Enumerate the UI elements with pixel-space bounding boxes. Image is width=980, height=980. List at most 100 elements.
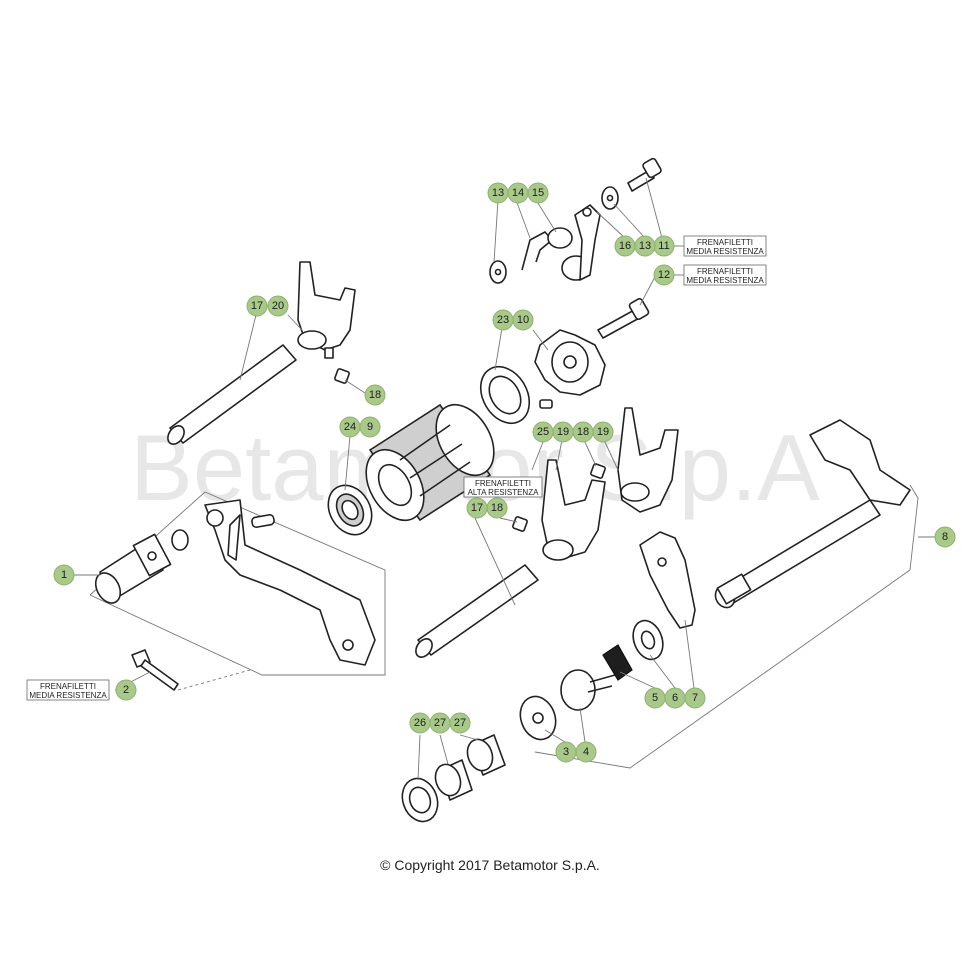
part-6-cam xyxy=(632,619,664,661)
svg-text:12: 12 xyxy=(658,269,670,281)
svg-text:MEDIA RESISTENZA: MEDIA RESISTENZA xyxy=(686,247,764,256)
group-outline xyxy=(89,491,386,676)
svg-text:1: 1 xyxy=(61,569,67,581)
lever-pin xyxy=(251,513,275,529)
part-13-washer xyxy=(489,260,507,284)
svg-text:2: 2 xyxy=(123,684,129,696)
svg-text:23: 23 xyxy=(497,314,509,326)
callout-15: 15 xyxy=(527,182,549,204)
svg-text:MEDIA RESISTENZA: MEDIA RESISTENZA xyxy=(686,276,764,285)
callout-17a: 17 xyxy=(246,295,268,317)
part-4-spring xyxy=(560,669,616,711)
svg-text:18: 18 xyxy=(369,389,381,401)
callout-6: 6 xyxy=(664,687,686,709)
callout-12: 12 xyxy=(653,264,675,286)
callout-1: 1 xyxy=(53,564,75,586)
svg-text:8: 8 xyxy=(942,531,948,543)
svg-text:25: 25 xyxy=(537,426,549,438)
shaft-group-outline xyxy=(534,484,919,769)
part-3-washer xyxy=(519,695,557,741)
callout-3: 3 xyxy=(555,741,577,763)
callout-13b: 13 xyxy=(634,235,656,257)
svg-text:3: 3 xyxy=(563,746,569,758)
svg-text:MEDIA RESISTENZA: MEDIA RESISTENZA xyxy=(29,691,107,700)
selector-drum xyxy=(365,403,495,522)
svg-text:17: 17 xyxy=(471,502,483,514)
part-19-nut xyxy=(590,463,606,479)
part-26-seal xyxy=(401,777,439,823)
note-frenafiletti-25: FRENAFILETTI ALTA RESISTENZA xyxy=(463,476,543,498)
callout-26: 26 xyxy=(409,712,431,734)
callout-18b: 18 xyxy=(572,421,594,443)
svg-text:11: 11 xyxy=(658,240,669,252)
callout-24: 24 xyxy=(339,416,361,438)
part-18-nut-center xyxy=(512,516,528,532)
part-27-bushing-a xyxy=(434,759,473,801)
part-18-nut xyxy=(334,368,350,384)
part-8-shift-shaft xyxy=(714,419,911,609)
part-13-washer-top xyxy=(601,186,619,210)
shift-fork-left xyxy=(297,261,356,359)
callout-8: 8 xyxy=(934,526,956,548)
part-7-plate xyxy=(639,531,696,629)
callout-14: 14 xyxy=(507,182,529,204)
svg-text:14: 14 xyxy=(512,187,524,199)
svg-text:FRENAFILETTI: FRENAFILETTI xyxy=(697,238,753,247)
callout-19a: 19 xyxy=(552,421,574,443)
part-1-sleeve xyxy=(94,533,172,604)
callout-27a: 27 xyxy=(429,712,451,734)
circlip xyxy=(171,529,189,551)
callout-4: 4 xyxy=(575,741,597,763)
part-17-fork-shaft-center xyxy=(415,564,539,658)
callout-20: 20 xyxy=(267,295,289,317)
svg-text:27: 27 xyxy=(434,717,446,729)
svg-text:7: 7 xyxy=(692,692,698,704)
callout-11: 11 xyxy=(653,235,675,257)
svg-text:5: 5 xyxy=(652,692,658,704)
svg-text:6: 6 xyxy=(672,692,678,704)
note-frenafiletti-12: FRENAFILETTI MEDIA RESISTENZA xyxy=(683,264,767,286)
svg-text:ALTA RESISTENZA: ALTA RESISTENZA xyxy=(468,488,539,497)
svg-text:18: 18 xyxy=(491,502,503,514)
part-16-lever xyxy=(574,204,601,281)
svg-text:10: 10 xyxy=(517,314,529,326)
svg-text:19: 19 xyxy=(557,426,569,438)
callout-25: 25 xyxy=(532,421,554,443)
shift-lever xyxy=(204,499,376,666)
part-2-bolt xyxy=(131,649,179,691)
callout-2: 2 xyxy=(115,679,137,701)
svg-text:27: 27 xyxy=(454,717,466,729)
svg-text:FRENAFILETTI: FRENAFILETTI xyxy=(40,682,96,691)
leader-lines xyxy=(74,177,935,781)
part-12-bolt xyxy=(597,298,650,339)
callout-16: 16 xyxy=(614,235,636,257)
callout-18a: 18 xyxy=(364,384,386,406)
callout-10: 10 xyxy=(512,309,534,331)
svg-text:FRENAFILETTI: FRENAFILETTI xyxy=(697,267,753,276)
svg-text:16: 16 xyxy=(619,240,631,252)
callout-18c: 18 xyxy=(486,497,508,519)
shift-fork-right-top xyxy=(617,407,679,513)
callout-23: 23 xyxy=(492,309,514,331)
copyright-text: © Copyright 2017 Betamotor S.p.A. xyxy=(380,857,600,873)
svg-text:26: 26 xyxy=(414,717,426,729)
svg-text:9: 9 xyxy=(367,421,373,433)
svg-text:13: 13 xyxy=(492,187,504,199)
part-10-star-cam xyxy=(534,329,606,396)
part-11-bolt xyxy=(627,157,662,192)
svg-text:19: 19 xyxy=(597,426,609,438)
svg-text:18: 18 xyxy=(577,426,589,438)
svg-text:FRENAFILETTI: FRENAFILETTI xyxy=(475,479,531,488)
svg-text:4: 4 xyxy=(583,746,589,758)
callout-27b: 27 xyxy=(449,712,471,734)
svg-text:17: 17 xyxy=(251,300,263,312)
shift-fork-right-bottom xyxy=(541,459,606,561)
callout-13a: 13 xyxy=(487,182,509,204)
part-23-bearing xyxy=(479,365,531,425)
note-frenafiletti-11: FRENAFILETTI MEDIA RESISTENZA xyxy=(683,235,767,257)
svg-text:24: 24 xyxy=(344,421,356,433)
callout-19b: 19 xyxy=(592,421,614,443)
callout-5: 5 xyxy=(644,687,666,709)
note-frenafiletti-2: FRENAFILETTI MEDIA RESISTENZA xyxy=(26,679,110,701)
